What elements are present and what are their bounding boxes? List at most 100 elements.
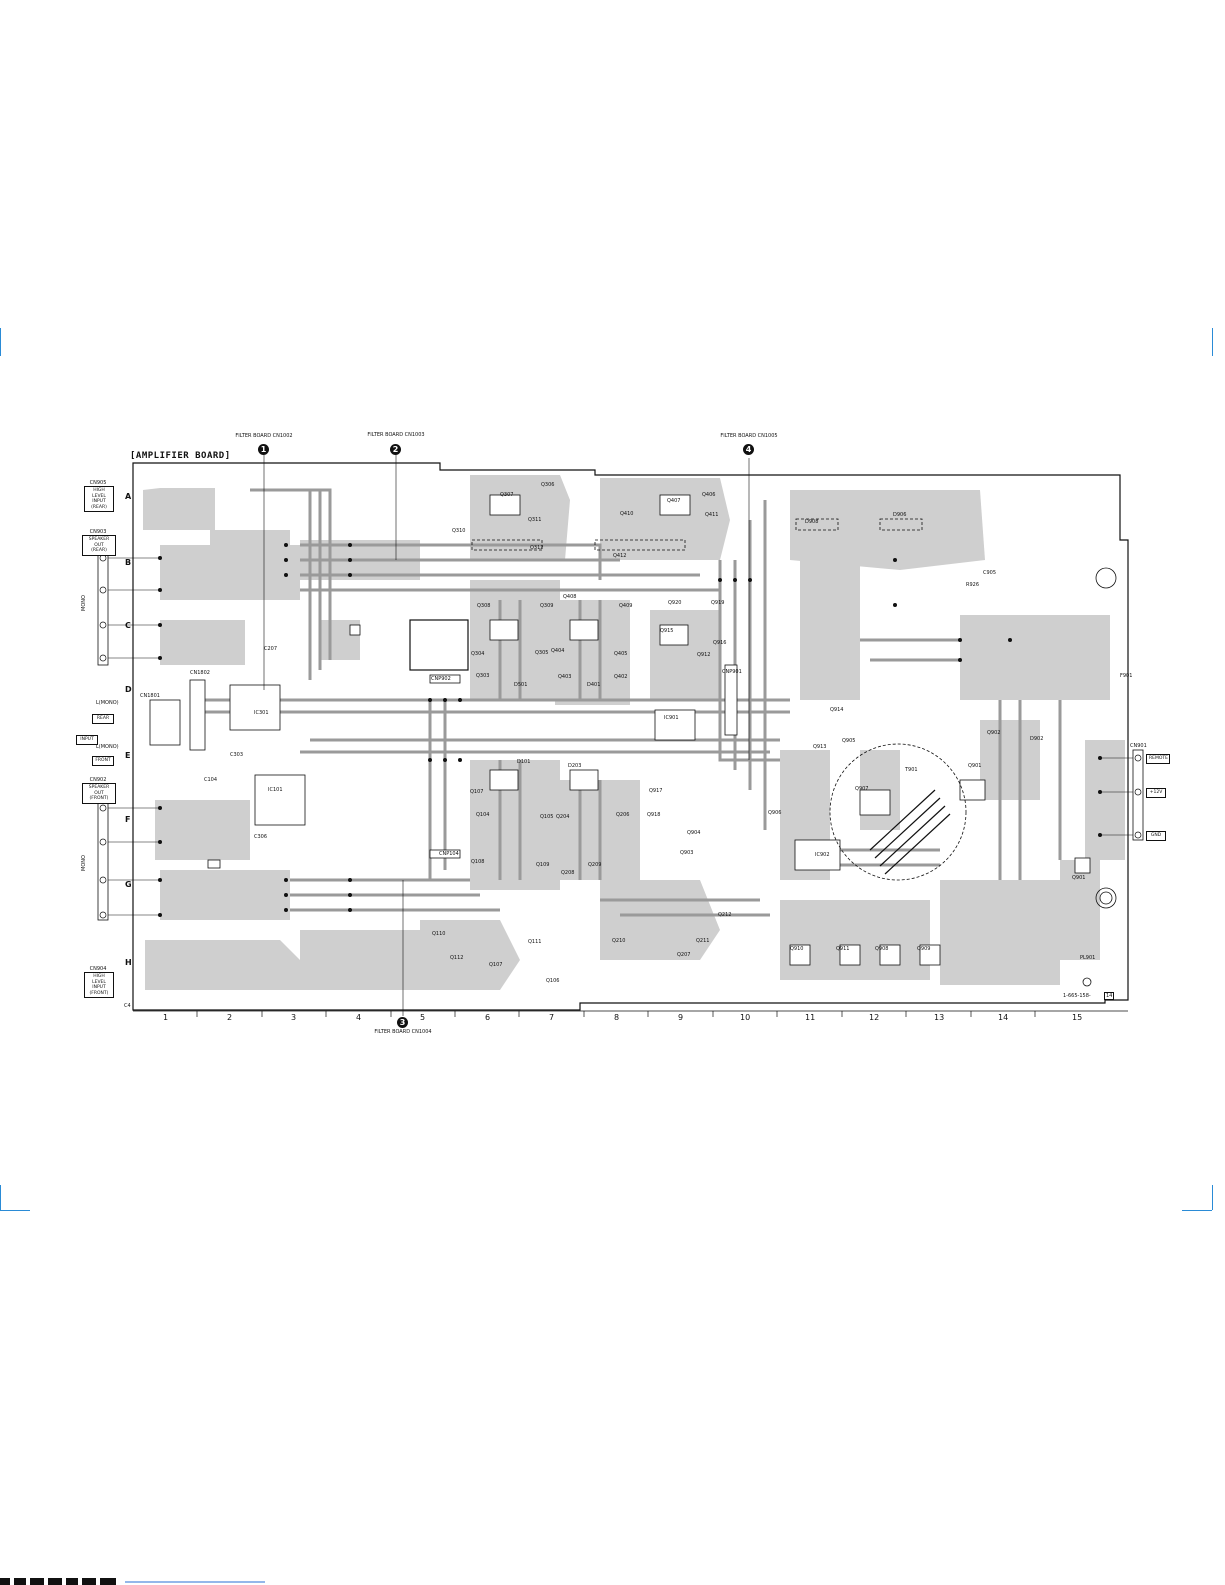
col-label-10: 10 [740, 1013, 751, 1022]
board-part-number: 1-665-158- [1063, 993, 1091, 999]
row-label-b: B [125, 558, 132, 567]
part-label: PL901 [1080, 955, 1096, 961]
row-label-d: D [125, 685, 132, 694]
cn901-pin-remote: REMOTE [1146, 754, 1170, 764]
part-label: Q210 [612, 938, 626, 944]
col-label-6: 6 [485, 1013, 491, 1022]
filter-marker-3: 3 [397, 1017, 408, 1028]
pads [158, 543, 1102, 917]
part-label: Q411 [705, 512, 719, 518]
input-box: INPUT [76, 735, 98, 745]
cn901-id: CN901 [1130, 743, 1147, 749]
part-label: Q105 [540, 814, 554, 820]
part-label: IC902 [815, 852, 830, 858]
cn904-line-2: INPUT [92, 985, 106, 990]
part-label: Q406 [702, 492, 716, 498]
filter-marker-1: 1 [258, 444, 269, 455]
cn903-label: SPEAKER OUT (REAR) [82, 535, 116, 556]
crop-mark-right-lower [1182, 1210, 1212, 1211]
board-page-ref: 14 [1104, 992, 1115, 1000]
part-label: CNP902 [431, 676, 451, 682]
part-label: Q207 [677, 952, 691, 958]
part-label: Q901 [968, 763, 982, 769]
dashed-boxes [471, 518, 967, 881]
part-label: Q402 [614, 674, 628, 680]
terminal-leads [108, 557, 1133, 916]
column-ruler [133, 1010, 1128, 1017]
part-label: D401 [587, 682, 601, 688]
part-label: Q106 [546, 978, 560, 984]
part-label: Q407 [667, 498, 681, 504]
part-label: Q308 [477, 603, 491, 609]
part-label: Q409 [619, 603, 633, 609]
part-label: Q904 [687, 830, 701, 836]
cn903-line-1: SPEAKER OUT [88, 537, 110, 548]
part-label: Q909 [917, 946, 931, 952]
part-label: Q913 [813, 744, 827, 750]
mono-upper-label: MONO [80, 595, 87, 611]
mounting-holes [1082, 567, 1117, 987]
part-label: D908 [805, 519, 819, 525]
part-label: R926 [966, 582, 980, 588]
part-label: Q910 [790, 946, 804, 952]
part-label: Q307 [500, 492, 514, 498]
part-label: Q907 [855, 786, 869, 792]
cn901-pin-gnd: GND [1146, 831, 1166, 841]
filter-leaders [263, 455, 750, 1016]
col-label-4: 4 [356, 1013, 362, 1022]
crop-mark-left-lower-v [0, 1185, 1, 1210]
board-outline [132, 462, 1129, 1011]
cn902-line-2: (FRONT) [89, 796, 109, 801]
part-label: Q911 [836, 946, 850, 952]
filter-label-2: FILTER BOARD CN1003 [367, 432, 425, 438]
col-label-7: 7 [549, 1013, 555, 1022]
filter-label-4: FILTER BOARD CN1005 [720, 433, 778, 439]
board-title: [AMPLIFIER BOARD] [130, 451, 231, 461]
part-label: Q310 [452, 528, 466, 534]
input-l-mono-1: L(MONO) [96, 700, 119, 706]
part-label: D203 [568, 763, 582, 769]
cn904-line-3: (FRONT) [89, 990, 109, 996]
input-rear-box: REAR [92, 714, 114, 724]
part-label: Q410 [620, 511, 634, 517]
crop-mark-left-lower [0, 1210, 30, 1211]
footer-bar [0, 1578, 116, 1585]
part-label: C306 [254, 834, 268, 840]
part-label: Q204 [556, 814, 570, 820]
part-label: Q905 [842, 738, 856, 744]
part-label: Q412 [613, 553, 627, 559]
board-corner-code: C4 [124, 1003, 131, 1009]
part-label: Q404 [551, 648, 565, 654]
cn904-id: CN904 [89, 966, 107, 972]
part-label: T901 [905, 767, 918, 773]
filter-marker-4: 4 [743, 444, 754, 455]
part-label: Q109 [536, 862, 550, 868]
row-label-g: G [125, 880, 132, 889]
part-label: Q901 [1072, 875, 1086, 881]
part-label: Q306 [541, 482, 555, 488]
part-label: Q303 [476, 673, 490, 679]
part-label: Q304 [471, 651, 485, 657]
cn902-label: SPEAKER OUT (FRONT) [82, 783, 116, 804]
part-label: Q112 [450, 955, 464, 961]
part-label: Q312 [530, 545, 544, 551]
col-label-5: 5 [420, 1013, 426, 1022]
part-label: Q918 [647, 812, 661, 818]
col-label-2: 2 [227, 1013, 233, 1022]
part-label: Q211 [696, 938, 710, 944]
part-label: Q111 [528, 939, 542, 945]
cn904-line-1: HIGH LEVEL [92, 974, 106, 985]
part-label: Q206 [616, 812, 630, 818]
row-label-h: H [125, 958, 132, 967]
row-label-a: A [125, 492, 132, 501]
part-label: Q916 [713, 640, 727, 646]
part-label: Q408 [563, 594, 577, 600]
cn905-line-2: INPUT [92, 499, 106, 504]
cn1801-label: CN1801 [140, 693, 160, 699]
part-label: CNP901 [722, 669, 742, 675]
row-label-e: E [125, 751, 131, 760]
part-label: D902 [1030, 736, 1044, 742]
part-label: Q403 [558, 674, 572, 680]
col-label-3: 3 [291, 1013, 297, 1022]
row-label-c: C [125, 621, 131, 630]
